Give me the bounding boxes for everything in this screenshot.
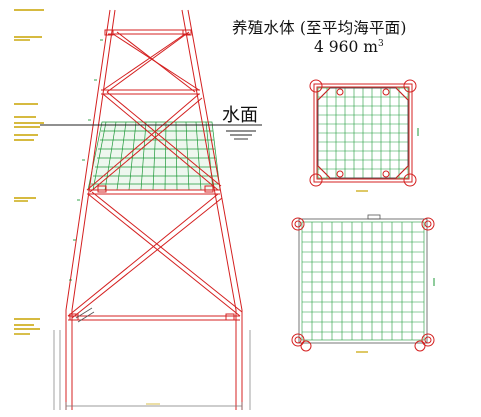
water-surface-label: 水面 bbox=[222, 105, 258, 126]
jacket-elevation bbox=[65, 9, 243, 410]
net-plan-octagonal bbox=[309, 79, 419, 192]
net-plan-square bbox=[291, 214, 435, 353]
culture-volume-title: 养殖水体 (至平均海平面) bbox=[232, 19, 407, 37]
volume-unit-superscript: 3 bbox=[378, 38, 384, 49]
dimension-lines bbox=[53, 330, 251, 410]
culture-volume-value: 4 960 m3 bbox=[314, 38, 384, 56]
elevation-ticks bbox=[69, 39, 103, 281]
boat-landing-detail bbox=[75, 307, 95, 323]
water-surface-line bbox=[40, 124, 262, 140]
level-annotations bbox=[14, 9, 44, 335]
